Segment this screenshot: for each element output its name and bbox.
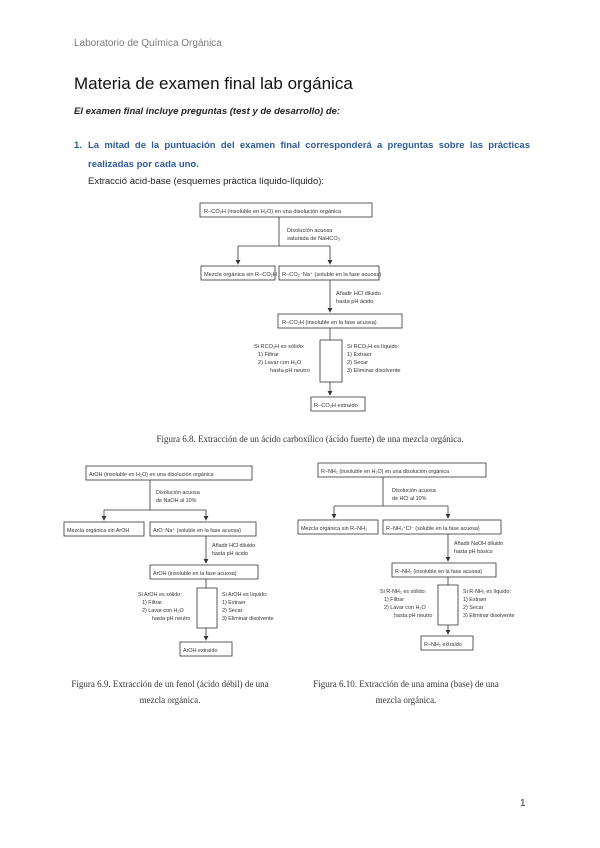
figure-caption-phenol: Figura 6.9. Extracción de un fenol (ácid… [60,676,280,708]
acid-bottom-label: R−CO₂H extraído [314,403,358,409]
phenol-bottom-box [179,641,233,657]
amine-left-label: Mezcla orgánica sin R−NH₂ [301,526,367,532]
acid-solid-1: 1) Filtrar [258,352,279,358]
acid-liquid-0: Si RCO₂H es líquido: [347,344,400,350]
amine-acidify-1: Añadir NaOH diluido [454,541,503,547]
acid-solid-2: 2) Lavar con H₂O [258,360,302,366]
acid-top-box [199,202,373,218]
amine-top-box [317,462,487,478]
amine-bottom-label: R−NH₂ extraído [424,642,462,648]
diagram-acid [199,202,403,412]
phenol-middle-label: ArOH (insoluble en la fase acuosa) [153,571,237,577]
amine-middle-label: R−NH₂ (insoluble en la fase acuosa) [395,569,482,575]
acid-acidify-1: Añadir HCl diluido [336,291,381,297]
diagram-phenol-labels: ArOH (insoluble en H₂O) en una disolució… [67,472,274,654]
phenol-liquid-1: 1) Extraer [222,600,246,606]
acid-right-box [278,265,380,281]
amine-solid-3: hasta pH neutro [394,613,432,619]
acid-bottom-box [310,396,366,412]
amine-liquid-3: 3) Eliminar disolvente [463,613,515,619]
acid-liquid-3: 3) Eliminar disolvente [347,368,400,374]
phenol-reagent-2: de NaOH al 10% [156,498,197,504]
figure-caption-amine-line-2: mezcla orgánica. [375,695,437,705]
page-header: Laboratorio de Química Orgánica [74,38,222,49]
page-number: 1 [520,798,526,809]
amine-acidify-2: hasta pH básico [454,549,493,555]
phenol-liquid-3: 3) Eliminar disolvente [222,616,274,622]
page-title: Materia de examen final lab orgánica [74,74,353,93]
figure-caption-acid: Figura 6.8. Extracción de un ácido carbo… [156,434,464,444]
phenol-right-box [149,521,257,537]
phenol-top-label: ArOH (insoluble en H₂O) en una disolució… [89,472,214,478]
phenol-solid-2: 2) Lavar con H₂O [142,608,184,614]
amine-middle-box [391,562,497,578]
diagram-amine-labels: R−NH₂ (insoluble en H₂O) en una disoluci… [301,469,515,648]
list-item: 1. La mitad de la puntuación del examen … [74,136,530,174]
phenol-bottom-label: ArOH extraído [183,648,217,654]
phenol-solid-1: 1) Filtrar [142,600,162,606]
acid-left-label: Mezcla orgánica sin R−CO₂H [204,272,277,278]
acid-liquid-1: 1) Extraer [347,352,372,358]
amine-reagent-2: de HCl al 10% [392,496,427,502]
subheading: Extracció àcid-base (esquemes pràctica l… [88,176,325,187]
acid-left-box [200,265,276,281]
acid-middle-label: R−CO₂H (insoluble en la fase acuosa) [282,320,377,326]
amine-reagent-1: Disolución acuosa [392,488,436,494]
amine-right-box [382,519,502,535]
intro-text: El examen final incluye preguntas (test … [74,106,341,117]
phenol-reagent-1: Disolución acuosa [156,490,200,496]
amine-solid-2: 2) Lavar con H₂O [384,605,426,611]
amine-liquid-1: 1) Extraer [463,597,487,603]
amine-left-box [297,519,379,535]
diagram-phenol [63,465,259,657]
phenol-solid-3: hasta pH neutro [152,616,190,622]
figure-caption-phenol-line-2: mezcla orgánica. [139,695,201,705]
acid-solid-3: hasta pH neutro [270,368,310,374]
list-item-number: 1. [74,140,82,151]
acid-reagent-2: saturada de NaHCO₃ [287,236,340,242]
acid-solid-0: Si RCO₂H es sólido: [254,344,305,350]
amine-solid-0: Si R-NH₂ es sólido: [380,589,426,595]
acid-reagent-1: Disolución acuosa [287,228,333,234]
amine-right-label: R−NH₃⁺Cl⁻ (soluble en la fase acuosa) [386,526,480,532]
amine-liquid-0: Si R-NH₂ es líquido: [463,589,511,595]
phenol-liquid-2: 2) Secar [222,608,243,614]
amine-liquid-2: 2) Secar [463,605,484,611]
phenol-acidify-1: Añadir HCl diluido [212,543,255,549]
amine-top-label: R−NH₂ (insoluble en H₂O) en una disoluci… [321,469,449,475]
diagram-acid-labels: R−CO₂H (insoluble en H₂O) en una disoluc… [204,209,400,409]
phenol-top-box [85,465,253,481]
phenol-solid-0: Si ArOH es sólido: [138,592,182,598]
acid-liquid-2: 2) Secar [347,360,368,366]
amine-solid-1: 1) Filtrar [384,597,404,603]
acid-acidify-2: hasta pH ácido [336,299,373,305]
phenol-acidify-2: hasta pH ácido [212,551,248,557]
phenol-left-label: Mezcla orgánica sin ArOH [67,528,129,534]
phenol-middle-box [149,564,259,580]
list-item-text: La mitad de la puntuación del examen fin… [88,140,530,170]
acid-right-label: R−CO₂⁻Na⁺ (soluble en la fase acuosa) [282,271,381,278]
figure-caption-amine: Figura 6.10. Extracción de una amina (ba… [296,676,516,708]
diagram-amine [297,462,502,651]
amine-bottom-box [420,635,474,651]
phenol-liquid-0: Si ArOH es líquido: [222,592,268,598]
figure-caption-amine-line-1: Figura 6.10. Extracción de una amina (ba… [313,679,499,689]
phenol-right-label: ArO⁻Na⁺ (soluble en la fase acuosa) [153,528,241,534]
acid-top-label: R−CO₂H (insoluble en H₂O) en una disoluc… [204,209,342,215]
figure-caption-phenol-line-1: Figura 6.9. Extracción de un fenol (ácid… [71,679,269,689]
phenol-left-box [63,521,145,537]
acid-middle-box [277,313,403,329]
